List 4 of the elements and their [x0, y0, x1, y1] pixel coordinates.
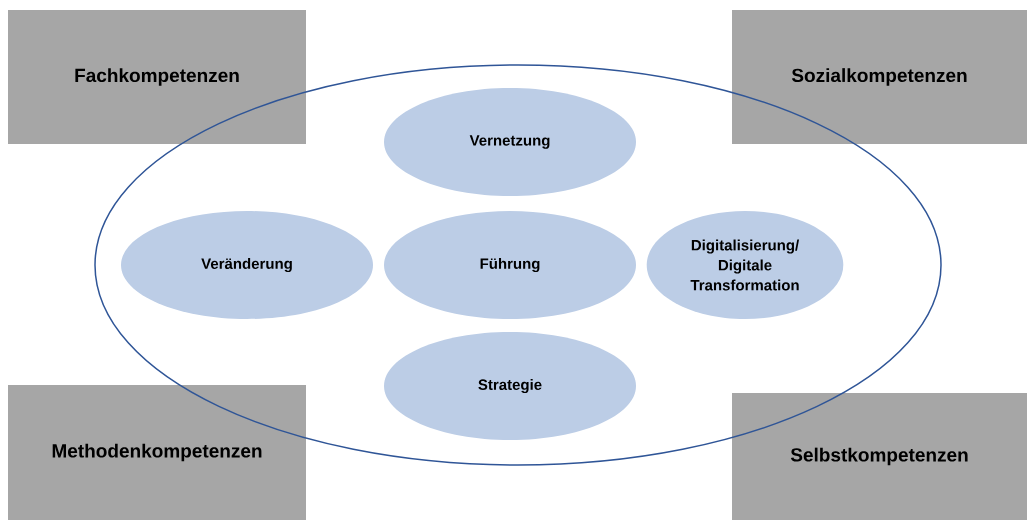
competence-box: Selbstkompetenzen: [732, 393, 1027, 520]
competence-box: Sozialkompetenzen: [732, 10, 1027, 144]
competence-box: Fachkompetenzen: [8, 10, 306, 144]
competence-box: Methodenkompetenzen: [8, 385, 306, 520]
